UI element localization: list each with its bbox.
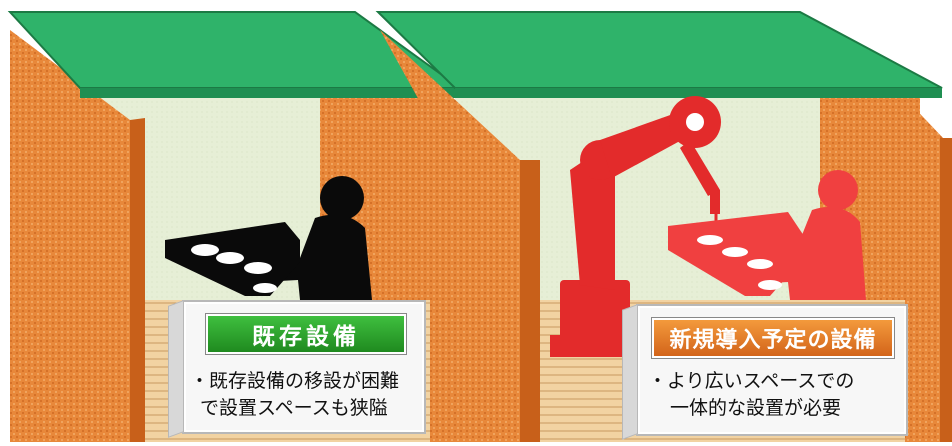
existing-description: ・既存設備の移設が困難 で設置スペースも狭隘 — [190, 368, 399, 422]
existing-desc-line-1: ・既存設備の移設が困難 — [190, 370, 400, 392]
label-box-planned: 新規導入予定の設備 ・より広いスペースでの 一体的な設置が必要 — [636, 304, 908, 436]
existing-desc-line-2: で設置スペースも狭隘 — [200, 397, 388, 419]
operator-silhouette-planned — [668, 170, 866, 300]
operator-silhouette-existing — [165, 176, 372, 300]
booth-planned-roof — [375, 11, 943, 89]
booth-planned-left-wall — [380, 30, 520, 442]
booth-existing-left-wall — [10, 30, 130, 442]
planned-title: 新規導入予定の設備 — [652, 318, 894, 358]
robot-arm — [550, 96, 721, 357]
existing-title: 既存設備 — [206, 314, 406, 354]
planned-desc-line-1: ・より広いスペースでの — [648, 370, 855, 392]
planned-description: ・より広いスペースでの 一体的な設置が必要 — [648, 368, 854, 422]
label-box-existing: 既存設備 ・既存設備の移設が困難 で設置スペースも狭隘 — [182, 300, 426, 434]
planned-desc-line-2: 一体的な設置が必要 — [670, 397, 842, 419]
